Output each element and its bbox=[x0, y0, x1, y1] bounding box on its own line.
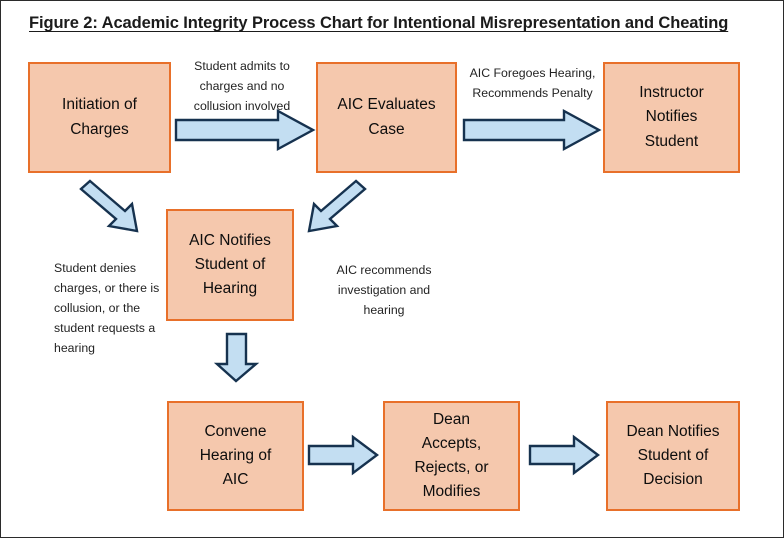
node-aic-notifies-line3: Hearing bbox=[202, 280, 258, 297]
node-dean-decision-line4: Modifies bbox=[422, 483, 481, 501]
node-dean-decision-line1: Dean bbox=[432, 410, 471, 428]
node-convene-line1: Convene bbox=[204, 422, 267, 440]
node-dean-accepts-rejects-modifies: Dean Accepts, Rejects, or Modifies bbox=[383, 401, 520, 511]
node-initiation-line1: Initiation of bbox=[62, 96, 137, 114]
node-dean-notifies-line3: Decision bbox=[643, 471, 703, 488]
node-convene-hearing-of-aic: Convene Hearing of AIC bbox=[167, 401, 304, 511]
edge-label-aic-recommends-line1: AIC recommends bbox=[336, 263, 432, 277]
node-aic-notifies-line2: Student of bbox=[194, 255, 266, 273]
node-convene-line3: AIC bbox=[222, 471, 249, 488]
node-dean-decision-line3: Rejects, or bbox=[414, 459, 489, 476]
edge-label-student-admits: Student admits to charges and no collusi… bbox=[177, 57, 307, 117]
edge-label-aic-foregoes: AIC Foregoes Hearing, Recommends Penalty bbox=[461, 64, 604, 104]
edge-label-student-admits-line2: charges and no bbox=[199, 78, 285, 93]
edge-label-student-denies: Student denies charges, or there is coll… bbox=[54, 259, 166, 359]
node-initiation-of-charges: Initiation of Charges bbox=[28, 62, 171, 173]
node-initiation-line2: Charges bbox=[70, 120, 129, 138]
node-aic-notifies-student-of-hearing: AIC Notifies Student of Hearing bbox=[166, 209, 294, 321]
node-dean-notifies-student-of-decision: Dean Notifies Student of Decision bbox=[606, 401, 740, 511]
node-instructor-line3: Student bbox=[644, 132, 699, 150]
edge-label-student-admits-line3: collusion involved bbox=[193, 98, 291, 113]
arrow-right-evaluates-to-instructor bbox=[462, 108, 602, 152]
node-aic-evaluates-line2: Case bbox=[368, 120, 405, 138]
arrow-right-convene-to-dean-decision bbox=[307, 434, 379, 476]
edge-label-aic-recommends-line2: investigation and bbox=[337, 282, 431, 297]
edge-label-student-admits-line1: Student admits to bbox=[194, 59, 290, 73]
edge-label-aic-recommends-line3: hearing bbox=[363, 302, 405, 317]
node-dean-decision-line2: Accepts, bbox=[421, 434, 482, 452]
arrow-diagonal-evaluates-to-aic-notifies bbox=[307, 179, 367, 233]
node-convene-line2: Hearing of bbox=[199, 446, 272, 464]
edge-label-aic-recommends: AIC recommends investigation and hearing bbox=[323, 261, 445, 321]
edge-label-student-denies-line5: requests a bbox=[97, 320, 156, 335]
arrow-right-initiation-to-evaluates bbox=[174, 108, 316, 152]
arrow-right-dean-decision-to-dean-notifies bbox=[528, 434, 600, 476]
node-dean-notifies-line1: Dean Notifies bbox=[626, 422, 720, 440]
node-aic-evaluates-line1: AIC Evaluates bbox=[337, 96, 436, 114]
node-instructor-line1: Instructor bbox=[639, 84, 704, 102]
arrow-diagonal-initiation-to-aic-notifies bbox=[79, 179, 139, 233]
edge-label-aic-foregoes-line2: Recommends Penalty bbox=[472, 85, 593, 100]
edge-label-aic-foregoes-line1: AIC Foregoes Hearing, bbox=[469, 66, 596, 80]
edge-label-student-denies-line2: charges, or there bbox=[54, 280, 147, 295]
node-aic-evaluates-case: AIC Evaluates Case bbox=[316, 62, 457, 173]
node-instructor-line2: Notifies bbox=[645, 108, 698, 126]
figure-title: Figure 2: Academic Integrity Process Cha… bbox=[29, 14, 729, 32]
node-dean-notifies-line2: Student of bbox=[637, 446, 709, 464]
arrow-down-aic-notifies-to-convene bbox=[213, 332, 260, 383]
edge-label-student-denies-line1: Student denies bbox=[54, 261, 137, 275]
node-aic-notifies-line1: AIC Notifies bbox=[189, 231, 271, 249]
edge-label-student-denies-line3: is collusion, or bbox=[54, 280, 160, 315]
edge-label-student-denies-line6: hearing bbox=[54, 340, 96, 355]
edge-label-student-denies-line4: the student bbox=[54, 300, 141, 335]
node-instructor-notifies-student: Instructor Notifies Student bbox=[603, 62, 740, 173]
